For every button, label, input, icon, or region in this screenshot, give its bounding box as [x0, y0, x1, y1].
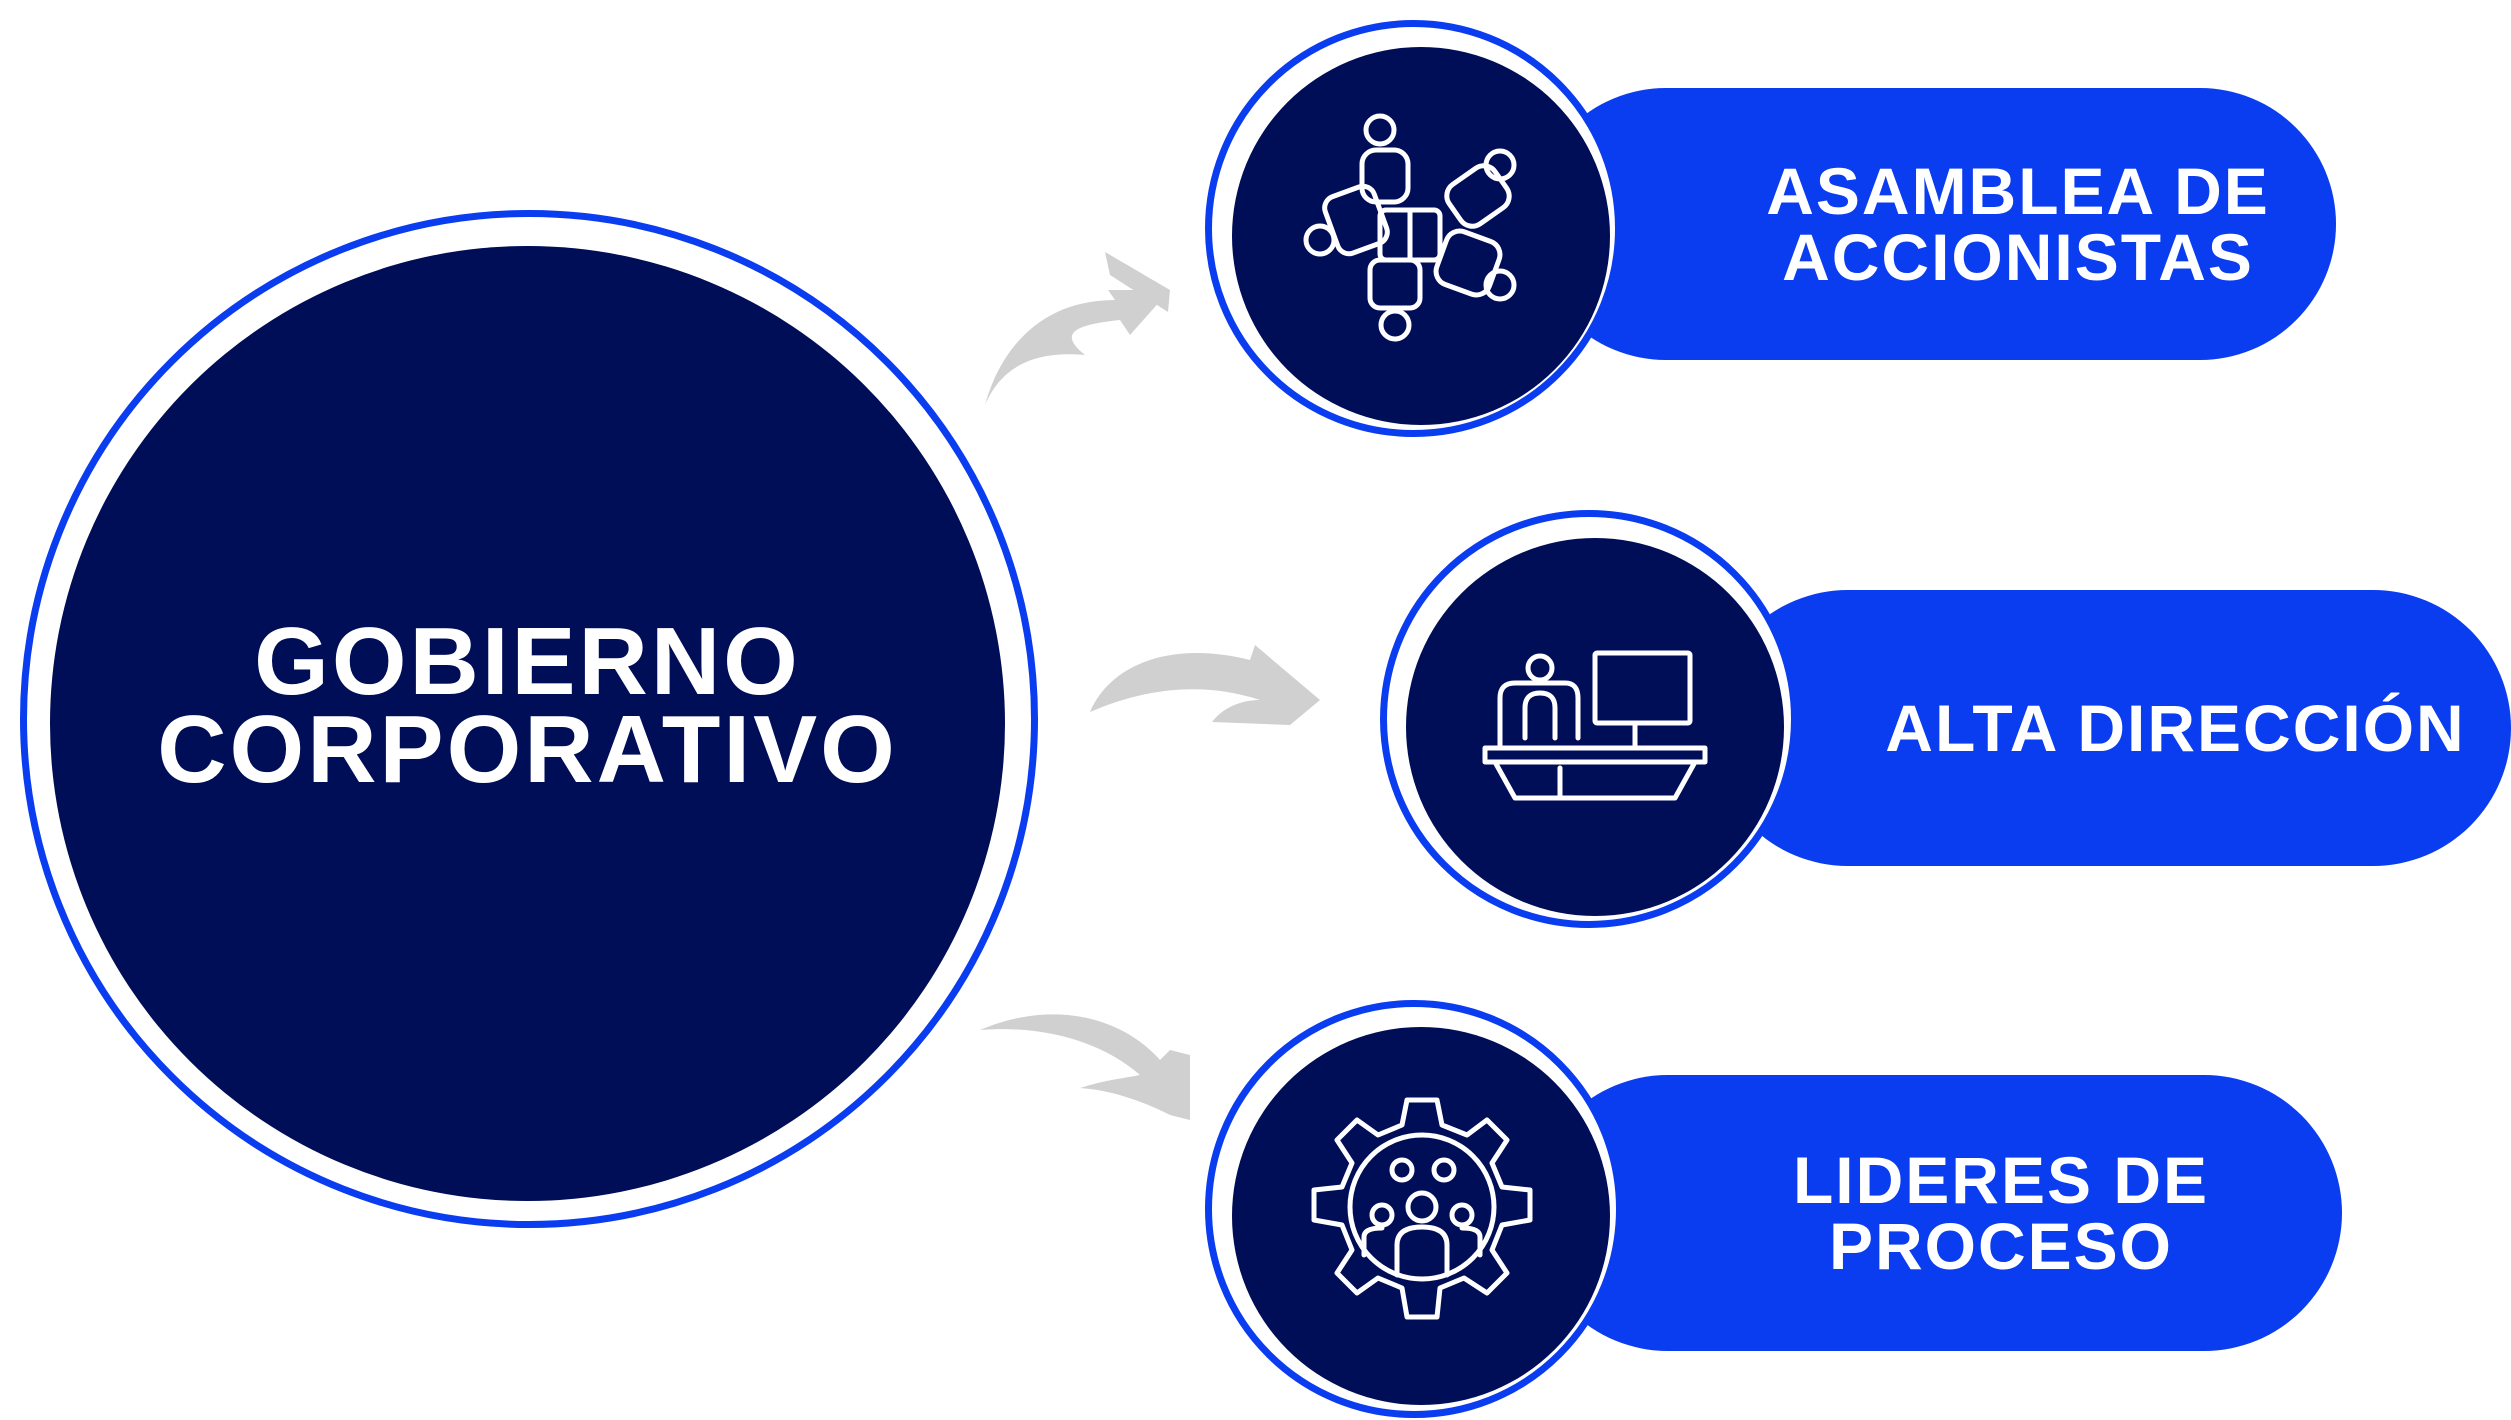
central-title: GOBIERNO CORPORATIVO — [50, 608, 1005, 803]
shareholders-meeting-icon — [1303, 113, 1517, 342]
node-asamblea-line2: ACCIONISTAS — [1782, 220, 2254, 294]
arrow-to-lideres — [980, 1014, 1190, 1120]
arrow-to-alta-direccion — [1090, 645, 1320, 725]
central-title-line2: CORPORATIVO — [157, 696, 898, 803]
node-asamblea-label-pill: ASAMBLEA DE ACCIONISTAS — [1530, 88, 2336, 360]
node-asamblea-disc — [1232, 47, 1610, 425]
central-title-line1: GOBIERNO — [254, 608, 801, 715]
node-alta-direccion-disc — [1406, 538, 1784, 916]
node-alta-direccion-line1: ALTA DIRECCIÓN — [1885, 691, 2466, 765]
node-alta-direccion-label-pill: ALTA DIRECCIÓN — [1710, 590, 2511, 866]
team-gear-icon — [1311, 1097, 1533, 1320]
executive-desk-icon — [1482, 650, 1708, 801]
node-lideres-label-pill: LIDERES DE PROCESO — [1530, 1075, 2342, 1351]
node-lideres-disc — [1232, 1027, 1610, 1405]
node-lideres-line2: PROCESO — [1828, 1209, 2174, 1283]
node-asamblea-line1: ASAMBLEA DE — [1766, 154, 2270, 228]
central-disc — [50, 246, 1005, 1201]
arrow-to-asamblea — [985, 252, 1170, 405]
node-lideres-line1: LIDERES DE — [1792, 1143, 2210, 1217]
